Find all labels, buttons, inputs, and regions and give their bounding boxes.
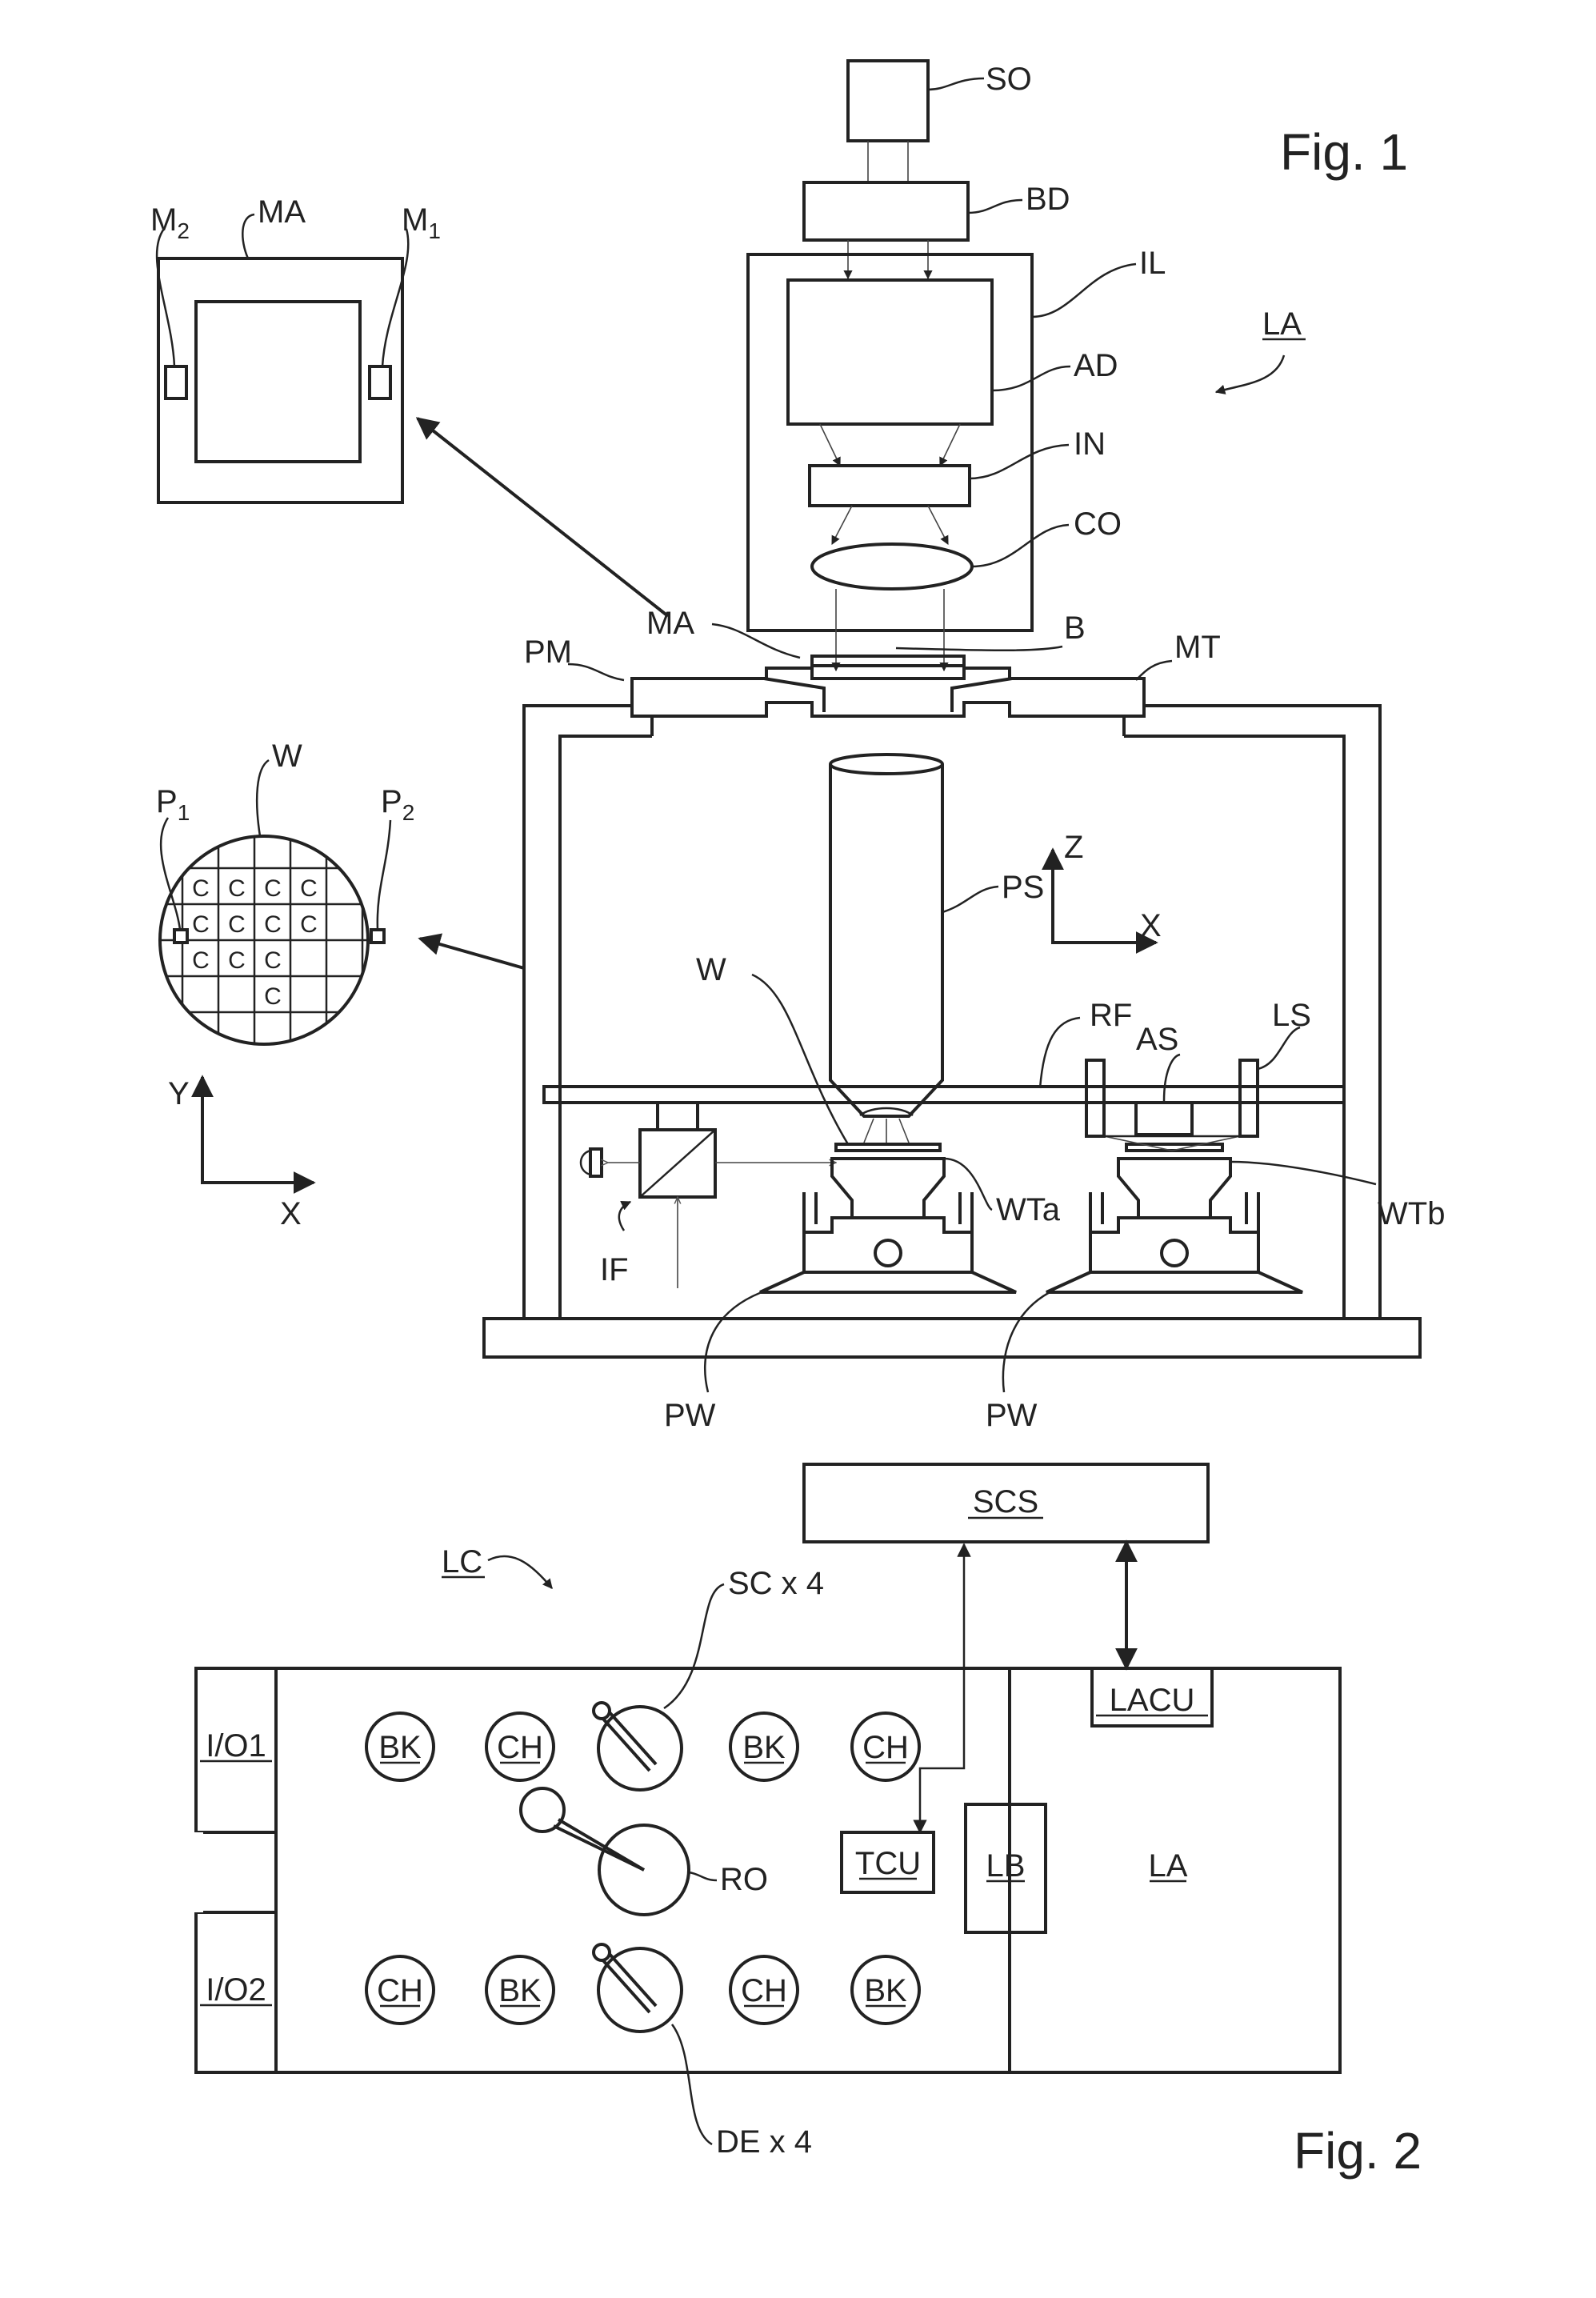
spin-coaters-label: SC x 4 [728, 1566, 824, 1601]
spin-coaters: SC x 4 [594, 1566, 824, 1790]
wafer-reference: W [696, 952, 848, 1144]
illuminator-label: IL [1139, 246, 1166, 281]
inset-axis-x-label: X [280, 1196, 302, 1231]
positioner-a-label: PW [664, 1398, 716, 1433]
inset-m2-label: M2 [150, 202, 190, 243]
bk-label: BK [378, 1730, 422, 1765]
lacu-label: LACU [1110, 1683, 1195, 1718]
la-label: LA [1149, 1848, 1188, 1884]
die-label: C [264, 875, 282, 902]
table-a-label: WTa [996, 1192, 1061, 1227]
die-label: C [228, 875, 246, 902]
apparatus-label: LA [1262, 306, 1302, 342]
projection-system: PS [830, 755, 1044, 1143]
chill-plate: CH [366, 1956, 434, 2024]
die-label: C [228, 947, 246, 974]
robot: RO [521, 1788, 768, 1915]
die-label: C [300, 911, 318, 938]
wafer-inset: CCCCCCCCCCCC W P1 P2 Y X [156, 739, 524, 1231]
inset-p1-label: P1 [156, 784, 190, 825]
die-label: C [192, 875, 210, 902]
level-sensor-label: LS [1272, 998, 1311, 1033]
supervisory-control-system: SCS [804, 1464, 1208, 1542]
developers-label: DE x 4 [716, 2124, 812, 2160]
stage-a: WTa PW [664, 1144, 1061, 1433]
tcu-label: TCU [855, 1846, 921, 1881]
beam-delivery-label: BD [1026, 182, 1070, 217]
wafer-label: W [696, 952, 726, 987]
inset-axis-y-label: Y [168, 1076, 190, 1111]
die-label: C [228, 911, 246, 938]
apparatus-reference: LA [1216, 306, 1306, 392]
mask-table-assembly: MA B PM MT [524, 606, 1221, 716]
die-label: C [264, 983, 282, 1010]
chill-plate: CH [852, 1713, 919, 1780]
axis-z-label: Z [1064, 830, 1083, 865]
bk-label: BK [864, 1973, 907, 2008]
bake-plate: BK [366, 1713, 434, 1780]
condenser-label: CO [1074, 506, 1122, 542]
beam-delivery-unit: BD [804, 182, 1070, 278]
inset-p2-label: P2 [381, 784, 414, 825]
inset-mask-label: MA [258, 194, 306, 230]
mask-positioner-label: PM [524, 635, 572, 670]
bake-plate: BK [486, 1956, 554, 2024]
integrator-label: IN [1074, 426, 1106, 462]
illuminator: IL AD IN CO [748, 246, 1166, 671]
source-unit: SO [848, 61, 1032, 182]
io1-label: I/O1 [206, 1728, 266, 1764]
bake-plate: BK [730, 1713, 798, 1780]
bk-label: BK [742, 1730, 786, 1765]
alignment-sensor-label: AS [1136, 1022, 1178, 1057]
adjuster-label: AD [1074, 348, 1118, 383]
scs-label: SCS [973, 1484, 1038, 1519]
table-b-label: WTb [1378, 1196, 1445, 1231]
cluster-label: LC [442, 1544, 482, 1579]
lb-label: LB [986, 1848, 1026, 1884]
figure-1-caption: Fig. 1 [1280, 123, 1408, 181]
bk-label: BK [498, 1973, 542, 2008]
source-label: SO [986, 62, 1032, 97]
figure-2-caption: Fig. 2 [1294, 2122, 1422, 2180]
io2-label: I/O2 [206, 1972, 266, 2008]
die-label: C [300, 875, 318, 902]
cluster-reference: LC [442, 1544, 552, 1588]
positioner-b-label: PW [986, 1398, 1038, 1433]
axis-indicator-zx: Z X [1051, 830, 1162, 943]
inset-wafer-label: W [272, 739, 302, 774]
die-label: C [264, 911, 282, 938]
chill-plate: CH [486, 1713, 554, 1780]
beam-label: B [1064, 611, 1086, 646]
ch-label: CH [741, 1973, 787, 2008]
robot-label: RO [720, 1862, 768, 1897]
interferometer-label: IF [600, 1252, 629, 1287]
chill-plate: CH [730, 1956, 798, 2024]
reference-frame-label: RF [1090, 998, 1132, 1033]
mask-table-label: MT [1174, 630, 1221, 665]
projection-system-label: PS [1002, 870, 1044, 905]
mask-inset: M2 MA M1 [150, 194, 668, 616]
die-label: C [192, 947, 210, 974]
mask-label: MA [646, 606, 694, 641]
interferometer: IF [581, 1103, 836, 1288]
bake-plate: BK [852, 1956, 919, 2024]
axis-x-label: X [1140, 908, 1162, 943]
ch-label: CH [377, 1973, 423, 2008]
die-label: C [192, 911, 210, 938]
stage-b: WTb PW [986, 1144, 1445, 1433]
die-label: C [264, 947, 282, 974]
ch-label: CH [497, 1730, 543, 1765]
ch-label: CH [862, 1730, 909, 1765]
